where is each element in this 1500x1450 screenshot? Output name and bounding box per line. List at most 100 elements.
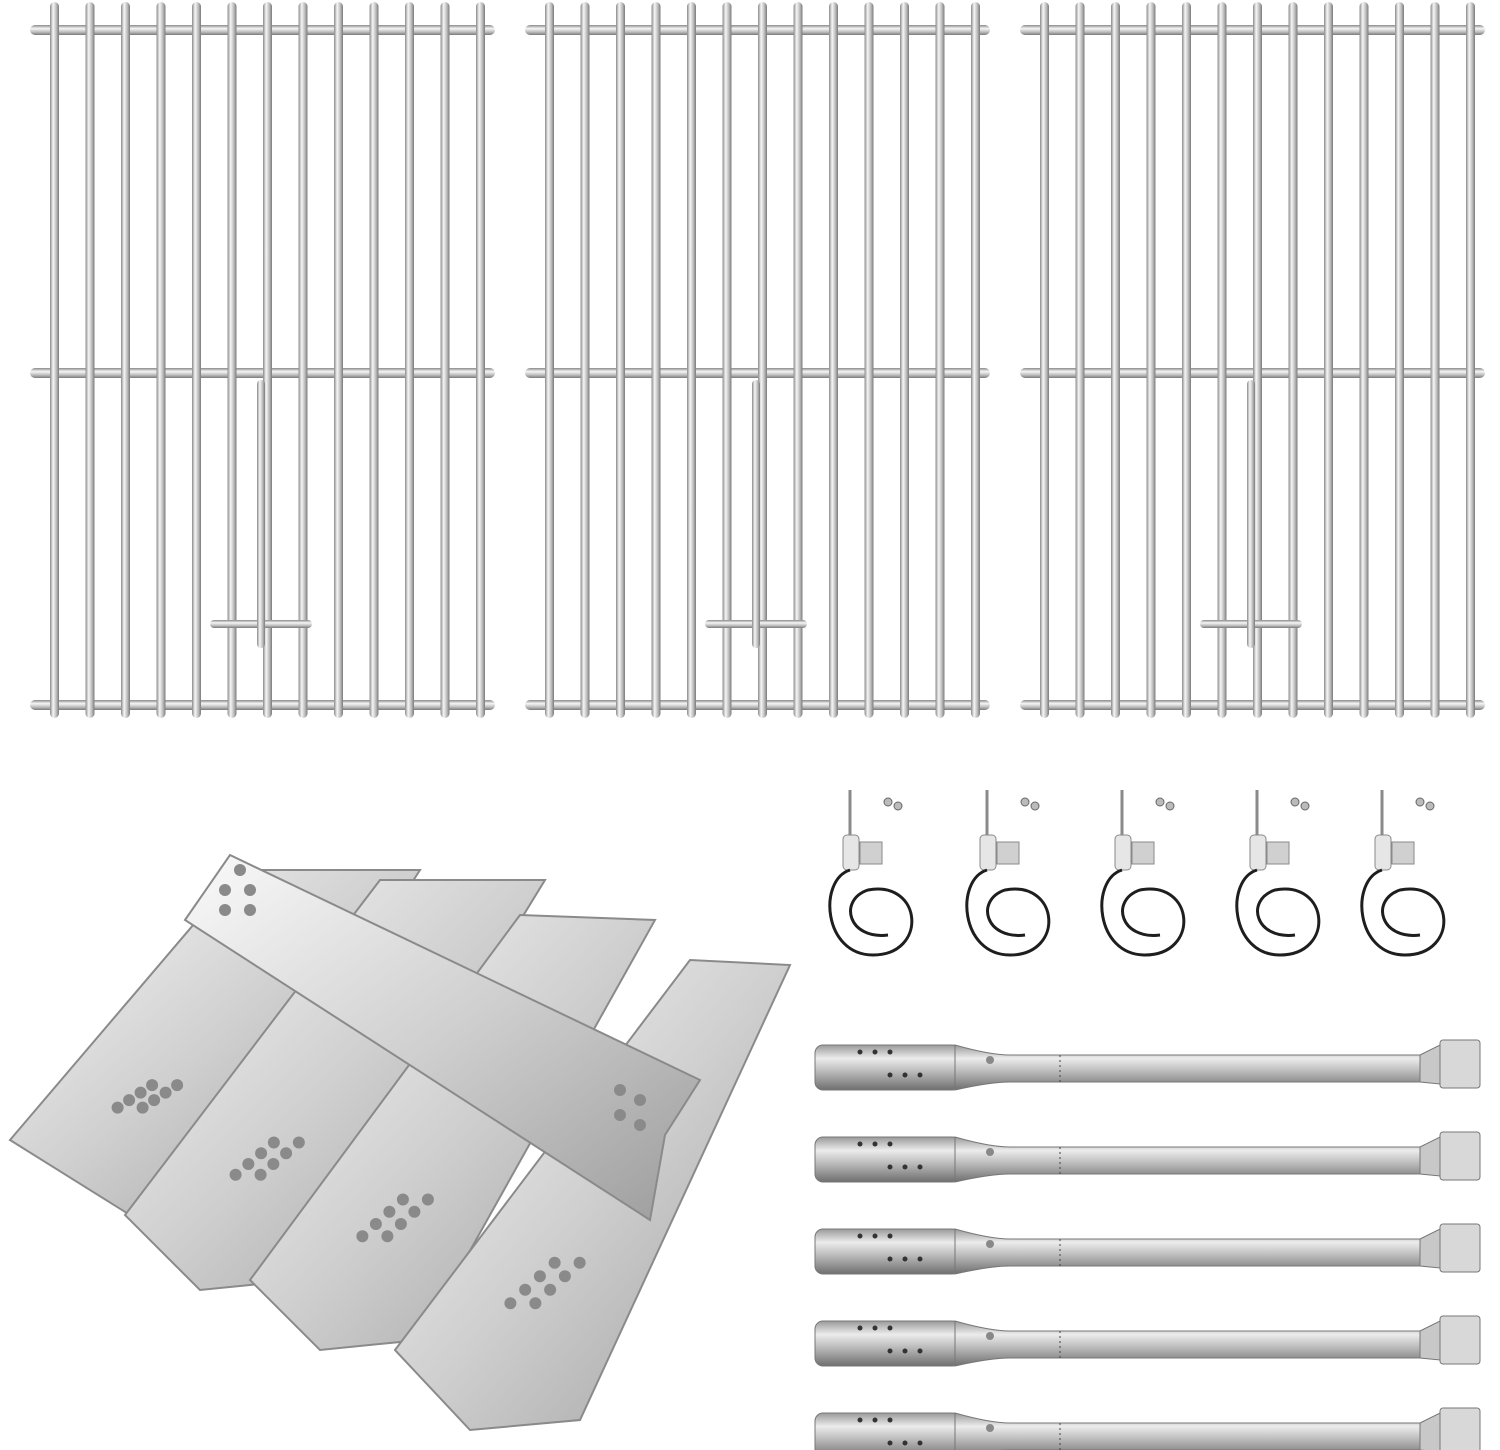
screw — [1020, 797, 1030, 807]
grate-bar — [50, 2, 59, 718]
air-hole — [887, 1440, 893, 1446]
vent-hole — [136, 1101, 149, 1114]
grate-bar — [616, 2, 625, 718]
grate-bar — [334, 2, 343, 718]
grate-bar — [156, 2, 166, 718]
air-hole — [887, 1256, 893, 1262]
grate-bar — [1359, 2, 1369, 718]
igniter — [1235, 790, 1321, 957]
venturi — [814, 1320, 961, 1367]
cross-rod — [30, 700, 495, 710]
mount-bracket — [1391, 841, 1415, 865]
air-hole — [887, 1164, 893, 1170]
screw — [1300, 801, 1310, 811]
screw — [1425, 801, 1435, 811]
vent-hole — [408, 1205, 421, 1218]
vent-hole — [219, 904, 231, 916]
air-hole — [857, 1141, 863, 1147]
vent-hole — [134, 1086, 147, 1099]
air-hole — [887, 1049, 893, 1055]
air-hole — [917, 1164, 923, 1170]
grate-bar — [580, 2, 590, 718]
vent-hole — [255, 1147, 268, 1160]
cross-rod — [525, 700, 990, 710]
grate-bar — [722, 2, 732, 718]
venturi — [814, 1044, 961, 1091]
screw — [986, 1332, 994, 1340]
grate-bar — [1040, 2, 1049, 718]
grate-bar — [793, 2, 803, 718]
cooking-grate — [1020, 2, 1485, 718]
tube-taper — [1419, 1228, 1441, 1269]
vent-hole — [242, 1158, 255, 1171]
vent-hole — [148, 1094, 161, 1107]
grate-bar — [1466, 2, 1475, 718]
venturi — [814, 1412, 961, 1450]
grate-bar — [971, 2, 980, 718]
wire-coil — [1235, 868, 1321, 957]
vent-hole — [548, 1256, 561, 1269]
vent-hole — [529, 1297, 542, 1310]
handle-bar — [752, 380, 760, 648]
vent-hole — [244, 884, 256, 896]
air-hole — [917, 1072, 923, 1078]
cross-rod — [525, 368, 990, 378]
igniter — [1360, 790, 1446, 957]
vent-hole — [267, 1136, 280, 1149]
vent-hole — [396, 1193, 409, 1206]
grate-bar — [440, 2, 450, 718]
end-bracket — [1439, 1315, 1481, 1365]
grate-bar — [121, 2, 130, 718]
vent-hole — [267, 1158, 280, 1171]
vent-hole — [533, 1270, 546, 1283]
wire-coil — [1100, 868, 1186, 957]
grate-bar — [1182, 2, 1191, 718]
screw — [883, 797, 893, 807]
grate-bar — [476, 2, 485, 718]
vent-hole — [292, 1136, 305, 1149]
burner-tube — [814, 1131, 1481, 1183]
grate-bar — [227, 2, 237, 718]
vent-hole — [394, 1217, 407, 1230]
vent-hole — [634, 1094, 646, 1106]
vent-hole — [146, 1079, 159, 1092]
grate-bar — [1111, 2, 1120, 718]
air-hole — [872, 1325, 878, 1331]
air-hole — [902, 1440, 908, 1446]
screw — [986, 1240, 994, 1248]
igniter — [828, 790, 914, 957]
screw — [1155, 797, 1165, 807]
cross-rod — [1020, 700, 1485, 710]
grate-bar — [900, 2, 909, 718]
grate-bar — [829, 2, 838, 718]
handle-bar — [1247, 380, 1255, 648]
vent-hole — [573, 1256, 586, 1269]
vent-hole — [634, 1119, 646, 1131]
ceramic-insulator — [1114, 834, 1132, 871]
ceramic-insulator — [979, 834, 997, 871]
screw — [1165, 801, 1175, 811]
grate-bar — [1395, 2, 1404, 718]
grate-bar — [758, 2, 767, 718]
tube-taper — [1419, 1044, 1441, 1085]
air-hole — [872, 1049, 878, 1055]
air-hole — [902, 1164, 908, 1170]
end-bracket — [1439, 1407, 1481, 1450]
grate-bar — [405, 2, 414, 718]
cooking-grates — [30, 2, 1485, 718]
vent-hole — [171, 1079, 184, 1092]
air-hole — [917, 1256, 923, 1262]
grate-bar — [1324, 2, 1333, 718]
vent-hole — [280, 1147, 293, 1160]
wire-coil — [828, 868, 914, 957]
vent-hole — [558, 1270, 571, 1283]
air-hole — [857, 1325, 863, 1331]
tube-taper — [1419, 1320, 1441, 1361]
grate-bar — [935, 2, 945, 718]
vent-hole — [244, 904, 256, 916]
air-hole — [917, 1440, 923, 1446]
end-bracket — [1439, 1131, 1481, 1181]
heat-plates — [8, 853, 792, 1432]
grate-bar — [545, 2, 554, 718]
